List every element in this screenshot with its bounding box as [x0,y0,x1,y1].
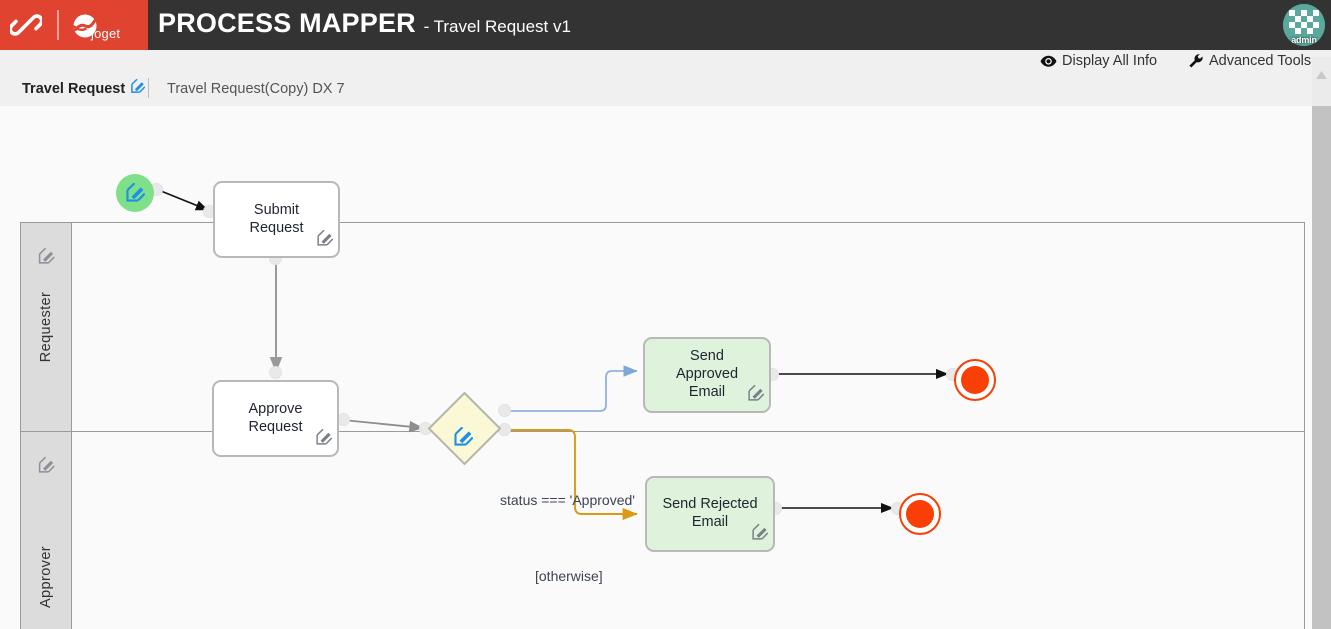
vertical-scrollbar[interactable] [1312,106,1331,629]
tab-travel-request-copy-label: Travel Request(Copy) DX 7 [167,80,345,97]
eye-icon [1040,55,1057,68]
flow-start-to-submit [155,188,209,211]
wrench-icon [1188,53,1204,69]
lane-approver-label: Approver [38,545,54,608]
edit-pencil-icon[interactable] [453,426,474,452]
top-header-bar: joget PROCESS MAPPER - Travel Request v1 [0,0,1331,50]
node-end-event-approved[interactable] [954,359,996,401]
tab-divider [148,78,149,98]
flow-label-approved[interactable]: status === 'Approved' [500,492,635,508]
task-line-1: Submit [253,201,300,218]
lane-requester-header[interactable]: Requester [21,223,72,431]
flow-label-otherwise[interactable]: [otherwise] [535,568,603,584]
app-title-text: PROCESS MAPPER [158,8,416,38]
node-start-event[interactable] [116,174,154,212]
tab-bar: Travel Request Travel Request(Copy) DX 7 [0,72,1331,107]
app-subtitle-text: - Travel Request v1 [423,17,571,36]
lane-requester-label: Requester [38,291,54,363]
node-task-send-approved-email[interactable]: Send Approved Email [643,337,771,413]
utility-toolbar: Display All Info Advanced Tools [0,50,1331,72]
task-line-1: Send [690,348,724,365]
connector-dot[interactable] [269,366,282,379]
edit-pencil-icon[interactable] [747,384,765,408]
diagram-canvas[interactable]: Requester Approver [0,106,1312,629]
brand-block[interactable]: joget [0,0,148,50]
brand-divider [57,10,59,40]
tab-travel-request[interactable]: Travel Request [22,72,146,105]
chain-link-icon [8,9,44,41]
task-line-2: Request [249,219,304,236]
node-task-send-approved-email-label: Send Approved Email [668,348,746,401]
advanced-tools-button[interactable]: Advanced Tools [1188,50,1311,72]
edit-pencil-icon[interactable] [751,523,769,547]
connector-dot[interactable] [498,404,511,417]
lane-approver-header[interactable]: Approver [21,432,72,629]
task-line-2: Request [248,418,303,435]
process-pool: Requester Approver [20,222,1305,629]
task-line-1: Send Rejected [662,496,758,513]
scrollbar-up-button[interactable] [1312,57,1331,106]
gateway-diamond-shape [427,391,502,466]
end-event-inner-circle [961,366,989,394]
tab-travel-request-copy[interactable]: Travel Request(Copy) DX 7 [167,72,345,105]
edit-pencil-icon[interactable] [315,428,333,452]
node-task-submit-request[interactable]: Submit Request [213,181,340,258]
end-event-inner-circle [906,500,934,528]
edit-pencil-icon[interactable] [38,247,55,270]
node-task-submit-request-label: Submit Request [241,202,311,237]
task-line-1: Approve [248,400,303,417]
advanced-tools-label: Advanced Tools [1209,53,1312,69]
node-exclusive-gateway[interactable] [427,391,502,466]
edit-pencil-icon[interactable] [130,78,146,98]
display-all-info-button[interactable]: Display All Info [1040,50,1157,72]
edit-pencil-icon[interactable] [316,229,334,253]
avatar[interactable]: admin [1283,4,1325,46]
task-line-3: Email [688,383,726,400]
node-task-approve-request[interactable]: Approve Request [212,380,339,457]
node-task-send-rejected-email-label: Send Rejected Email [654,496,765,531]
node-task-approve-request-label: Approve Request [240,401,310,436]
identicon-image [1283,4,1325,46]
node-task-send-rejected-email[interactable]: Send Rejected Email [645,476,775,552]
tab-travel-request-label: Travel Request [22,80,126,97]
joget-wordmark: joget [91,26,121,41]
avatar-username: admin [1291,35,1317,45]
node-end-event-rejected[interactable] [899,493,941,535]
task-line-2: Approved [675,366,739,383]
display-all-info-label: Display All Info [1062,53,1158,69]
joget-logo-icon [70,11,100,41]
task-line-2: Email [691,514,729,530]
triangle-up-icon [1316,71,1327,79]
edit-pencil-icon[interactable] [125,182,146,208]
page-title: PROCESS MAPPER - Travel Request v1 [158,8,571,39]
edit-pencil-icon[interactable] [38,456,55,479]
